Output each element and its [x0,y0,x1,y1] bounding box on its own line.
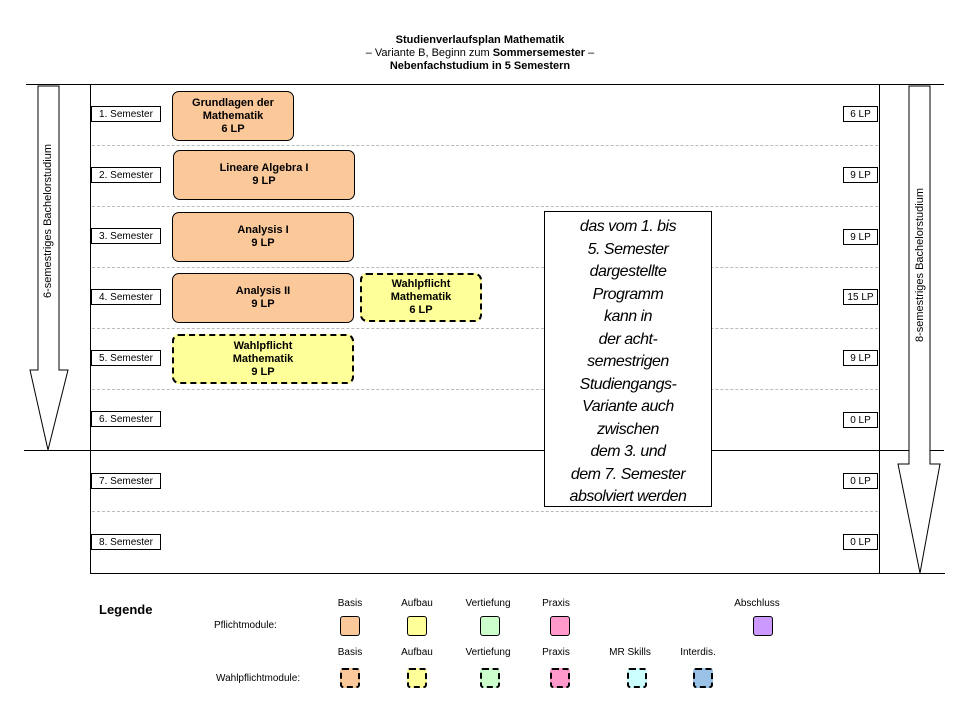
semester-label: 7. Semester [91,473,161,489]
credit-label: 9 LP [843,167,878,183]
note-line: absolviert werden [569,488,687,505]
row-divider [92,511,878,512]
module-name-line: Mathematik [202,109,264,122]
legend-swatch-basis [340,616,360,636]
legend-wahlpflicht-label: Wahlpflichtmodule: [216,673,301,684]
note-line: kann in [603,308,653,325]
note-line: dem 3. und [590,443,666,460]
module-analysis-2: Analysis II 9 LP [172,273,354,323]
note-line: zwischen [597,420,659,438]
credit-label: 0 LP [843,534,878,550]
six-semester-label: 6-semestriges Bachelorstudium [42,143,54,299]
module-name-line: Grundlagen der [192,96,274,109]
module-name-line: Wahlpflicht [233,339,293,352]
legend-heading: Basis [337,598,363,609]
note-line: das vom 1. bis [579,218,677,235]
diagram-title: Studienverlaufsplan Mathematik [395,34,565,46]
module-name-line: Mathematik [232,352,294,365]
right-border [879,84,880,573]
semester-label: 4. Semester [91,289,161,305]
legend-swatch-interdis-wpf [693,668,713,688]
legend-heading: MR Skills [609,647,651,658]
module-credits: 9 LP [251,365,275,378]
credit-label: 0 LP [843,412,878,428]
diagram-subtitle-2: Nebenfachstudium in 5 Semestern [389,60,571,72]
note-box: das vom 1. bis 5. Semester dargestellte … [544,211,712,507]
credit-label: 6 LP [843,106,878,122]
legend-heading: Abschluss [734,598,780,609]
six-semester-boundary [24,450,944,451]
left-border [90,84,91,573]
legend-swatch-praxis-wpf [550,668,570,688]
note-line: semestrigen [587,353,669,370]
note-line: 5. Semester [587,240,669,258]
module-grundlagen-der-mathematik: Grundlagen der Mathematik 6 LP [172,91,294,141]
row-divider [92,206,878,207]
eight-semester-label: 8-semestriges Bachelorstudium [914,187,926,343]
module-name-line: Mathematik [390,291,452,303]
six-semester-arrow [29,85,69,451]
note-line: Studiengangs- [579,375,677,393]
module-credits: 9 LP [251,237,275,249]
legend-heading: Basis [337,647,363,658]
note-line: Programm [592,285,664,303]
credit-label: 9 LP [843,350,878,366]
legend-swatch-mr-skills-wpf [627,668,647,688]
module-credits: 9 LP [251,298,275,310]
note-line: dem 7. Semester [570,465,686,483]
module-name: Analysis I [237,224,289,236]
legend-heading: Vertiefung [465,647,511,658]
credit-label: 0 LP [843,473,878,489]
semester-label: 3. Semester [91,228,161,244]
eight-semester-arrow [897,85,941,574]
legend-swatch-aufbau [407,616,427,636]
legend-swatch-praxis [550,616,570,636]
note-line: der acht- [598,330,658,348]
semester-label: 8. Semester [91,534,161,550]
semester-label: 5. Semester [91,350,161,366]
module-name: Analysis II [235,285,291,297]
semester-label: 2. Semester [91,167,161,183]
diagram-subtitle: – Variante B, Beginn zum Sommersemester … [365,47,595,59]
legend-heading: Aufbau [401,647,433,658]
row-divider [92,145,878,146]
module-credits: 6 LP [409,304,433,316]
credit-label: 9 LP [843,229,878,245]
module-credits: 9 LP [252,175,276,187]
module-analysis-1: Analysis I 9 LP [172,212,354,262]
top-border [26,84,944,85]
module-wahlpflicht-mathematik-5: Wahlpflicht Mathematik 9 LP [172,334,354,384]
module-credits: 6 LP [221,122,245,135]
legend-heading: Praxis [542,598,570,609]
credit-label: 15 LP [843,289,878,305]
module-lineare-algebra-1: Lineare Algebra I 9 LP [173,150,355,200]
note-line: Variante auch [582,398,674,415]
legend-heading: Interdis. [680,647,716,658]
bottom-border [90,573,945,574]
note-line: dargestellte [589,263,667,280]
legend-swatch-aufbau-wpf [407,668,427,688]
module-name-line: Wahlpflicht [391,278,451,290]
semester-label: 1. Semester [91,106,161,122]
row-divider [92,328,878,329]
row-divider [92,389,878,390]
legend-swatch-vertiefung-wpf [480,668,500,688]
legend-heading: Aufbau [401,598,433,609]
legend-heading: Vertiefung [465,598,511,609]
legend-title: Legende [99,602,153,617]
row-divider [92,267,878,268]
legend-swatch-vertiefung [480,616,500,636]
legend-heading: Praxis [542,647,570,658]
legend-pflicht-label: Pflichtmodule: [214,620,277,631]
semester-label: 6. Semester [91,411,161,427]
module-wahlpflicht-mathematik-4: Wahlpflicht Mathematik 6 LP [360,273,482,322]
module-name: Lineare Algebra I [219,162,309,174]
legend-swatch-abschluss [753,616,773,636]
legend-swatch-basis-wpf [340,668,360,688]
